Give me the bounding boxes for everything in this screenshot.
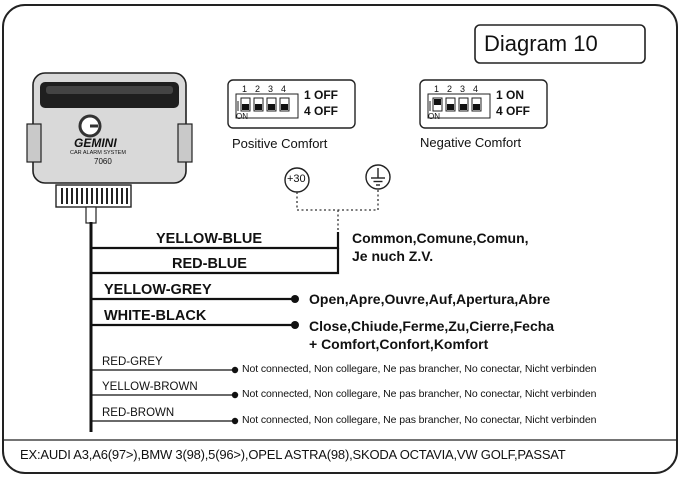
dip2-number-2: 2 [447, 84, 453, 94]
wire-label-yellow-brown: YELLOW-BROWN [102, 381, 198, 393]
dip2-number-3: 3 [460, 84, 466, 94]
positive-comfort-label: Positive Comfort [232, 136, 328, 151]
wire-label-yellow-grey: YELLOW-GREY [104, 282, 212, 298]
dip2-number-4: 4 [473, 84, 479, 94]
dip2-state-line1: 1 ON [496, 88, 525, 102]
red-brown-terminal-dot [231, 417, 239, 425]
yellow-grey-terminal-dot [291, 295, 299, 303]
dip1-state-line1: 1 OFF [304, 88, 339, 102]
yellow-brown-terminal-dot [231, 391, 239, 399]
vehicle-examples-footer: EX:AUDI A3,A6(97>),BMW 3(98),5(96>),OPEL… [20, 447, 566, 462]
common-text-line2: Je nuch Z.V. [352, 248, 434, 264]
wire-red-blue [91, 248, 340, 275]
wire-label-red-brown: RED-BROWN [102, 407, 175, 419]
dip1-on-label: ON [236, 112, 248, 121]
title-box [474, 24, 646, 64]
common-text-line1: Common,Comune,Comun, [352, 230, 529, 246]
dip1-state-line2: 4 OFF [304, 104, 339, 118]
device-model: 7060 [94, 157, 112, 166]
wire-label-white-black: WHITE-BLACK [104, 308, 207, 324]
alarm-module-icon [26, 72, 193, 224]
dip2-on-label: ON [428, 112, 440, 121]
wire-label-red-blue: RED-BLUE [172, 256, 247, 272]
dip-switch-negative-icon [419, 79, 548, 129]
close-text-line1: Close,Chiude,Ferme,Zu,Cierre,Fecha [309, 318, 555, 334]
wire-label-yellow-blue: YELLOW-BLUE [156, 231, 263, 247]
diagram-title: Diagram 10 [484, 31, 598, 56]
close-text-line2: + Comfort,Confort,Komfort [309, 336, 489, 352]
dip1-number-1: 1 [242, 84, 248, 94]
red-grey-terminal-dot [231, 366, 239, 374]
negative-comfort-label: Negative Comfort [420, 135, 522, 150]
dip1-number-2: 2 [255, 84, 261, 94]
dip1-number-3: 3 [268, 84, 274, 94]
ground-symbol-icon [371, 168, 385, 186]
open-text: Open,Apre,Ouvre,Auf,Apertura,Abre [309, 291, 551, 307]
white-black-terminal-dot [291, 321, 299, 329]
device-subtitle: CAR ALARM SYSTEM [70, 150, 126, 156]
dip1-number-4: 4 [281, 84, 287, 94]
dip2-state-line2: 4 OFF [496, 104, 531, 118]
wire-label-red-grey: RED-GREY [102, 356, 163, 368]
dip2-number-1: 1 [434, 84, 440, 94]
plus30-label: +30 [287, 173, 306, 185]
device-brand: GEMINI [74, 136, 117, 150]
not-connected-text-3: Not connected, Non collegare, Ne pas bra… [242, 414, 597, 426]
not-connected-text-2: Not connected, Non collegare, Ne pas bra… [242, 388, 597, 400]
not-connected-text-1: Not connected, Non collegare, Ne pas bra… [242, 363, 597, 375]
dip-switch-positive-icon [227, 79, 356, 129]
